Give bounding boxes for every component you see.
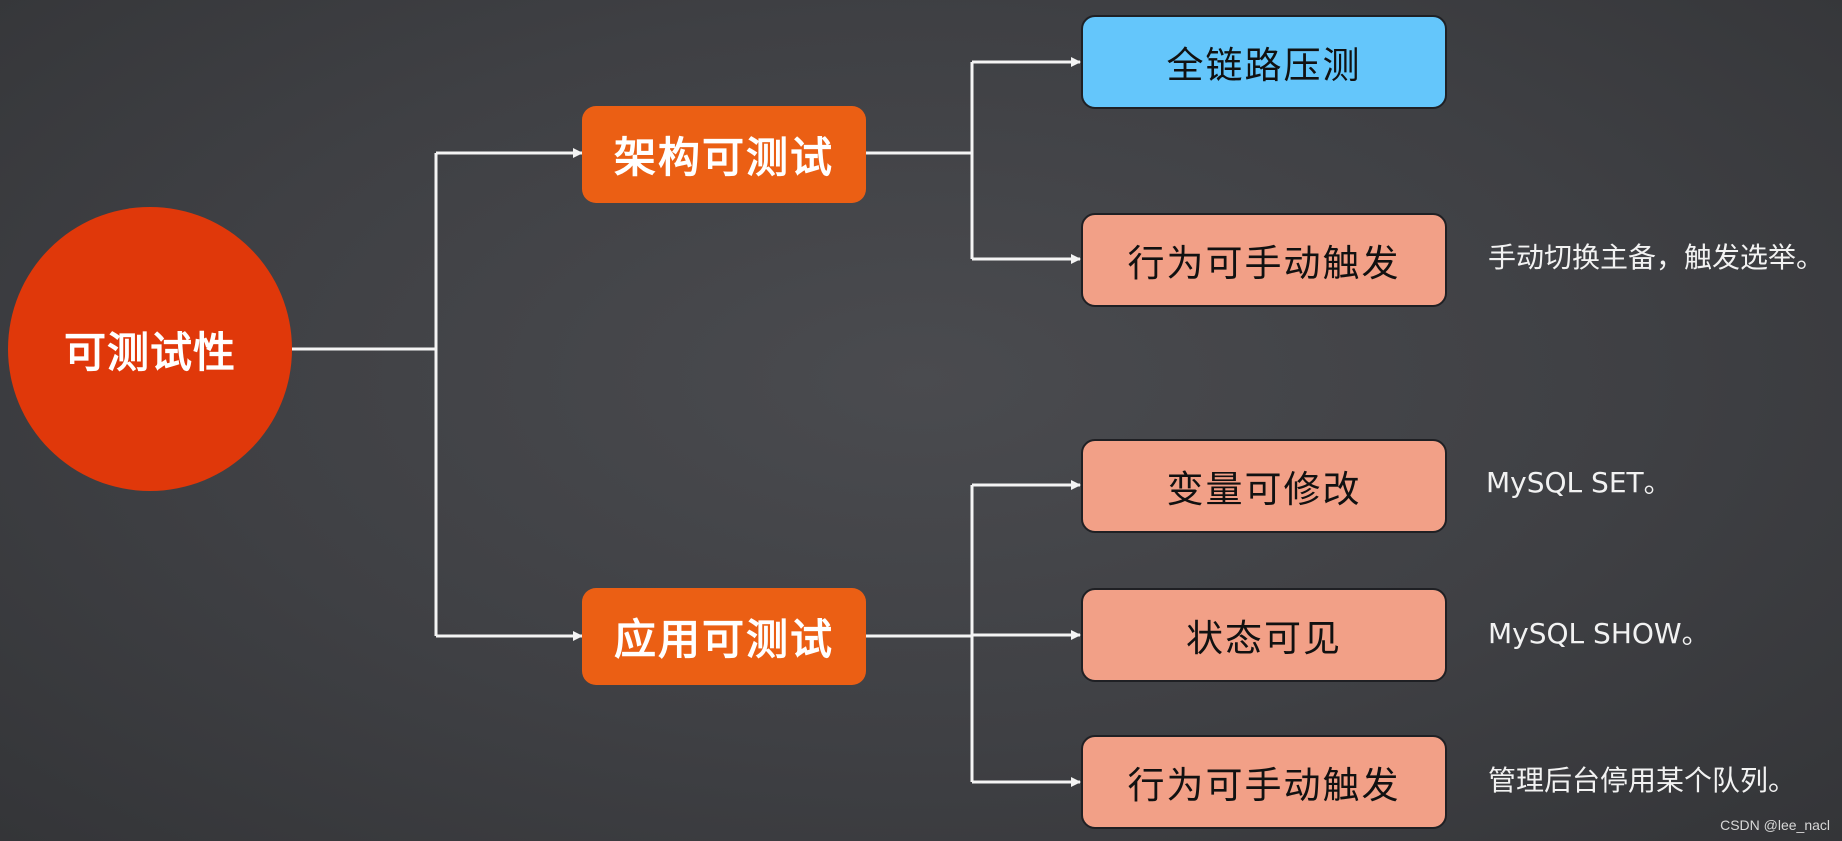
watermark: CSDN @lee_nacl	[1720, 817, 1830, 833]
leaf-node-manual-trigger-app: 行为可手动触发	[1081, 735, 1447, 829]
root-node: 可测试性	[8, 207, 292, 491]
note-mysql-set: MySQL SET。	[1486, 466, 1672, 499]
note-manual-failover: 手动切换主备，触发选举。	[1488, 241, 1825, 274]
leaf-node-full-link-stress-test: 全链路压测	[1081, 15, 1447, 109]
note-mysql-show: MySQL SHOW。	[1488, 617, 1710, 650]
leaf-node-variable-modifiable: 变量可修改	[1081, 439, 1447, 533]
leaf-node-state-visible: 状态可见	[1081, 588, 1447, 682]
note-disable-queue: 管理后台停用某个队列。	[1488, 764, 1797, 797]
leaf-node-manual-trigger-arch: 行为可手动触发	[1081, 213, 1447, 307]
branch-node-application: 应用可测试	[582, 588, 866, 685]
branch-node-architecture: 架构可测试	[582, 106, 866, 203]
